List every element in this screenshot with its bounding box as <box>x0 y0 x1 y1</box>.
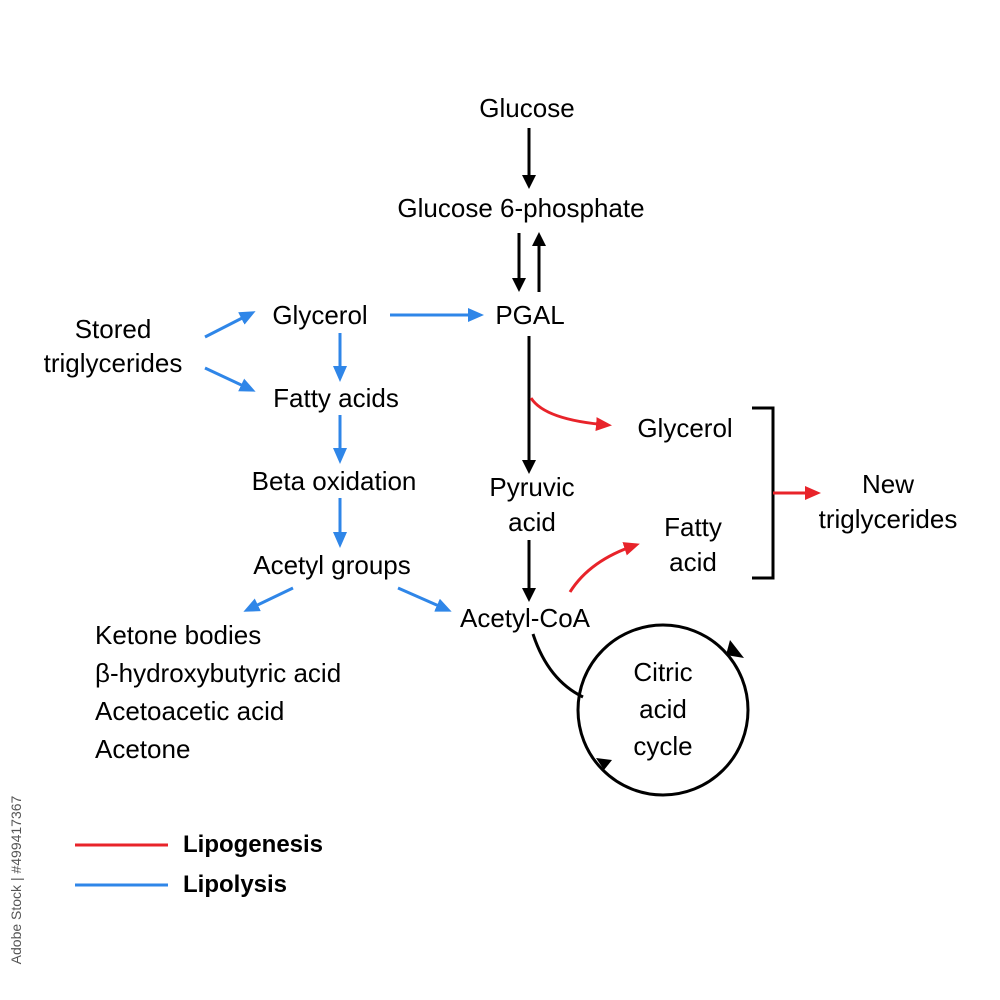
arrow-acetyl-to-acetylcoa <box>397 586 452 612</box>
arrow-pyruvic-branch-to-glycerol <box>529 397 612 432</box>
arrow-stored-to-glycerol <box>204 311 256 339</box>
bracket <box>752 406 775 580</box>
node-beta-oxidation: Beta oxidation <box>251 466 417 496</box>
node-fatty-acid: Fatty acid <box>664 512 722 577</box>
ketone-line: Acetoacetic acid <box>95 696 285 726</box>
node-stored-triglycerides: Stored triglycerides <box>43 314 183 378</box>
cycle-arrowhead-bottom <box>596 758 612 770</box>
arrow-acetyl-to-ketone <box>243 586 294 612</box>
legend-label-lipolysis: Lipolysis <box>183 871 288 898</box>
node-new-triglycerides: New triglycerides <box>818 469 958 534</box>
node-pyruvic-acid: Pyruvic acid <box>489 472 575 537</box>
node-glucose: Glucose <box>479 93 575 123</box>
ketone-line: β-hydroxybutyric acid <box>95 658 342 688</box>
arrow-acetylcoa-into-cycle <box>531 633 584 699</box>
ketone-line: Acetone <box>95 734 191 764</box>
ketone-line: Ketone bodies <box>95 620 262 650</box>
node-ketone-bodies: Ketone bodies β-hydroxybutyric acid Acet… <box>95 616 341 768</box>
citric-cycle-circle <box>576 623 750 797</box>
node-glycerol-left: Glycerol <box>272 300 368 330</box>
node-glucose-6-phosphate: Glucose 6-phosphate <box>397 193 645 223</box>
node-pgal: PGAL <box>495 300 565 330</box>
node-fatty-acids: Fatty acids <box>273 383 399 413</box>
cycle-arrowhead-top <box>726 640 744 658</box>
node-citric-acid-cycle: Citric acid cycle <box>633 657 693 761</box>
stock-id-text: Adobe Stock | #499417367 <box>8 795 24 965</box>
arrow-acetylcoa-to-fattyacid <box>568 542 640 593</box>
arrow-stored-to-fattyacids <box>204 366 256 392</box>
legend-label-lipogenesis: Lipogenesis <box>183 831 324 858</box>
node-acetyl-groups: Acetyl groups <box>253 550 411 580</box>
node-glycerol-right: Glycerol <box>637 413 733 443</box>
node-acetyl-coa: Acetyl-CoA <box>459 603 591 633</box>
